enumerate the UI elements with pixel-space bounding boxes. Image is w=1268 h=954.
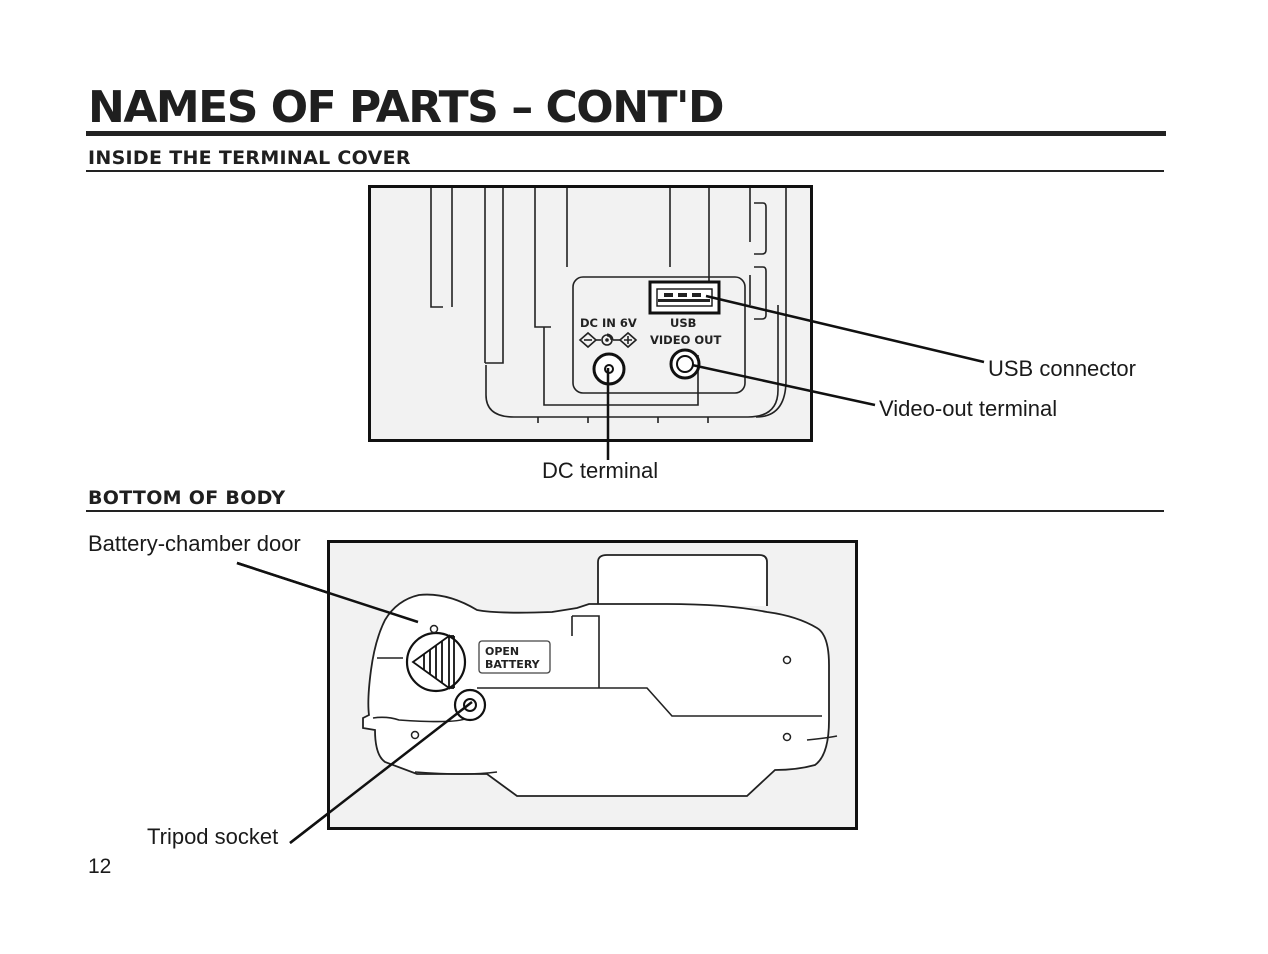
section-rule-terminal-cover	[86, 170, 1164, 172]
page-title: NAMES OF PARTS – CONT'D	[88, 82, 725, 133]
section-heading-terminal-cover: INSIDE THE TERMINAL COVER	[88, 147, 411, 169]
terminal-cover-illustration: DC IN 6V USB VIDEO OUT	[368, 185, 813, 442]
section-heading-bottom-body: BOTTOM OF BODY	[88, 487, 286, 509]
tripod-socket-callout: Tripod socket	[147, 824, 279, 849]
video-out-label: VIDEO OUT	[650, 333, 721, 347]
title-underline	[86, 131, 1166, 136]
door-open-text: OPEN	[485, 645, 519, 658]
dc-in-label: DC IN 6V	[580, 316, 637, 330]
battery-chamber-door-callout: Battery-chamber door	[88, 531, 301, 556]
video-out-terminal-callout: Video-out terminal	[879, 396, 1058, 421]
section-rule-bottom-body	[86, 510, 1164, 512]
dc-terminal-callout: DC terminal	[542, 458, 659, 483]
door-battery-text: BATTERY	[485, 658, 541, 671]
page-number: 12	[88, 855, 112, 878]
usb-panel-label: USB	[670, 316, 696, 330]
usb-connector-callout: USB connector	[988, 356, 1136, 381]
